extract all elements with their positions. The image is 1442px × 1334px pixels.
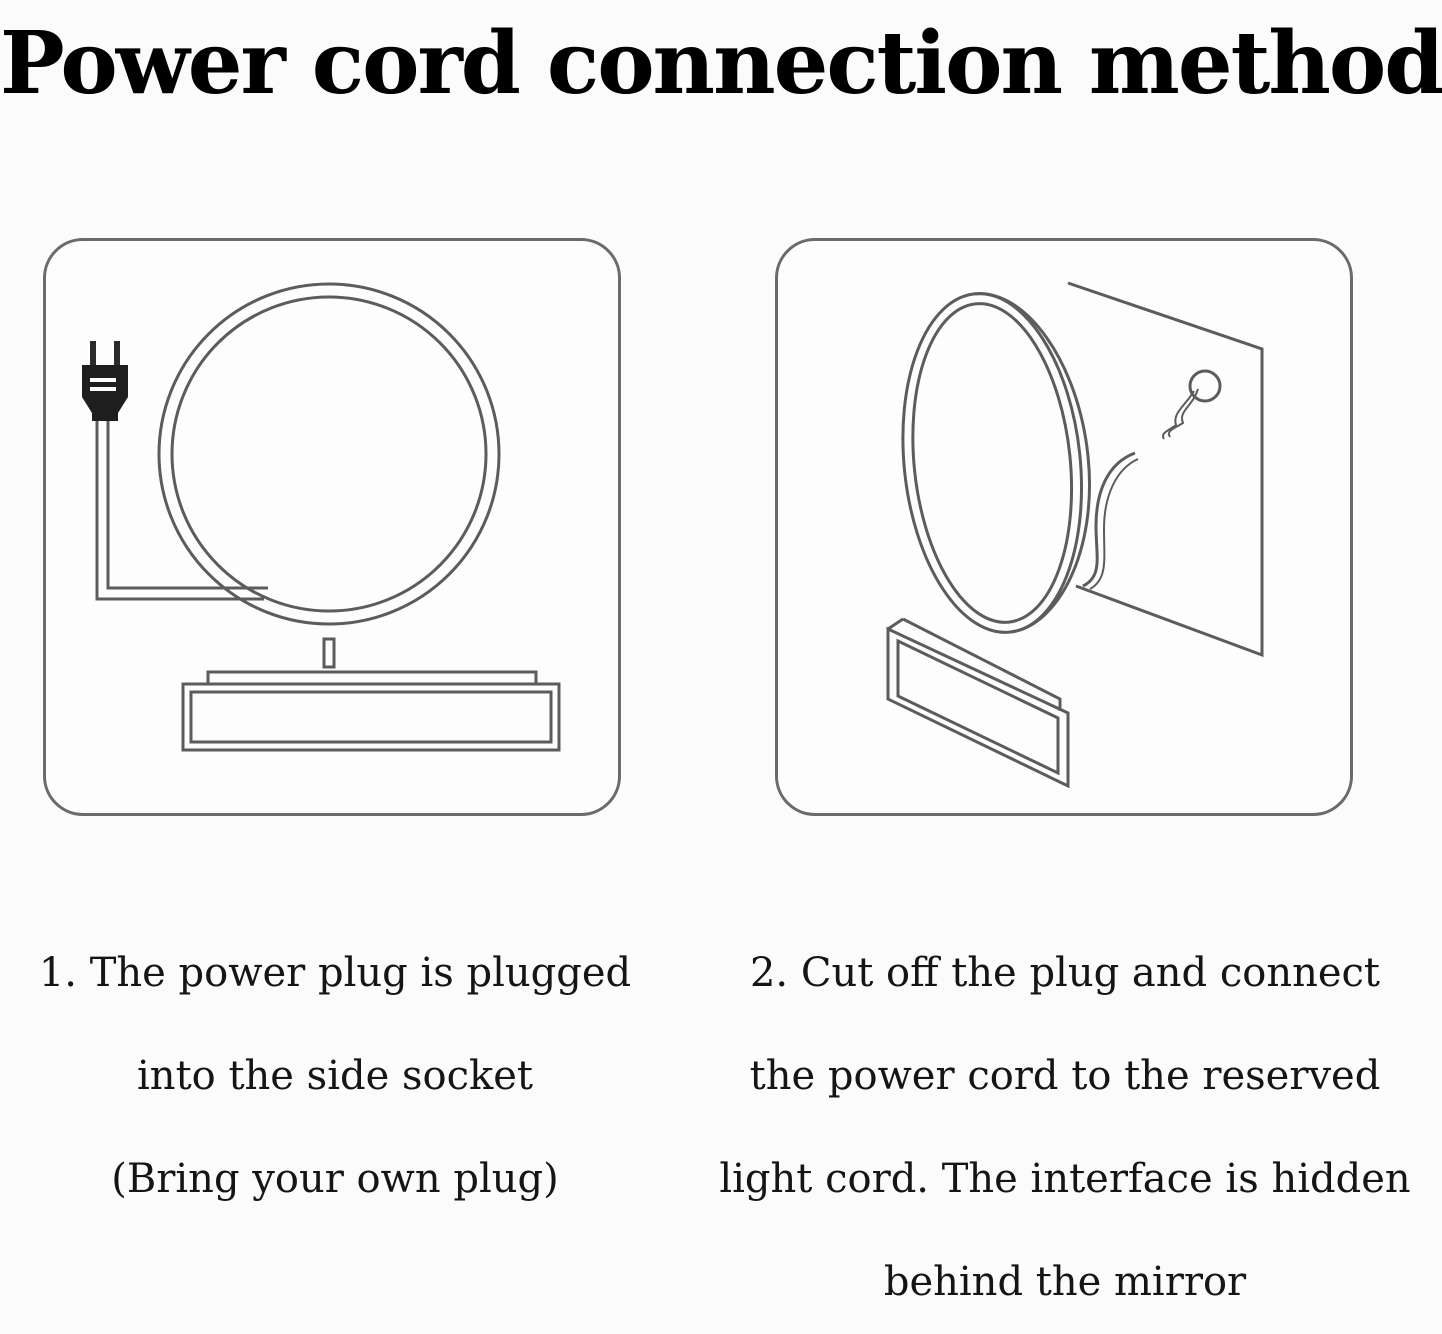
plug-icon bbox=[82, 341, 128, 421]
step-2-panel bbox=[775, 238, 1353, 816]
caption-line: (Bring your own plug) bbox=[111, 1156, 559, 1202]
mirror-with-plug-icon bbox=[82, 282, 561, 752]
socket-icon bbox=[1188, 369, 1222, 403]
base-outer bbox=[181, 682, 561, 752]
base-inner bbox=[189, 690, 553, 744]
base-top bbox=[206, 670, 538, 686]
step-1-panel bbox=[43, 238, 621, 816]
cord-outer bbox=[95, 421, 264, 601]
base-outer bbox=[886, 626, 1070, 789]
caption-line: into the side socket bbox=[137, 1053, 533, 1099]
reserved-light-cord bbox=[1167, 388, 1199, 438]
caption-line: 1. The power plug is plugged bbox=[38, 950, 632, 996]
mirror-wall-mount-icon bbox=[886, 281, 1264, 789]
wall-plate bbox=[1067, 281, 1264, 658]
mirror-stem bbox=[322, 637, 336, 669]
caption-line: light cord. The interface is hidden bbox=[719, 1156, 1411, 1202]
power-cord bbox=[1082, 451, 1136, 588]
cord-inner bbox=[106, 421, 268, 590]
base-top-edge bbox=[902, 617, 1062, 711]
base-inner bbox=[896, 638, 1060, 776]
page-title: Power cord connection method bbox=[0, 13, 1442, 114]
mirror-oblique bbox=[901, 292, 1091, 634]
step-1-caption: 1. The power plug is plugged into the si… bbox=[15, 922, 655, 1231]
step-2-caption: 2. Cut off the plug and connect the powe… bbox=[705, 922, 1425, 1334]
caption-line: 2. Cut off the plug and connect bbox=[749, 950, 1381, 996]
mirror-outer-ring bbox=[157, 282, 501, 626]
caption-line: behind the mirror bbox=[883, 1259, 1247, 1305]
mirror-inner-ring bbox=[170, 295, 488, 613]
caption-line: the power cord to the reserved bbox=[749, 1053, 1381, 1099]
